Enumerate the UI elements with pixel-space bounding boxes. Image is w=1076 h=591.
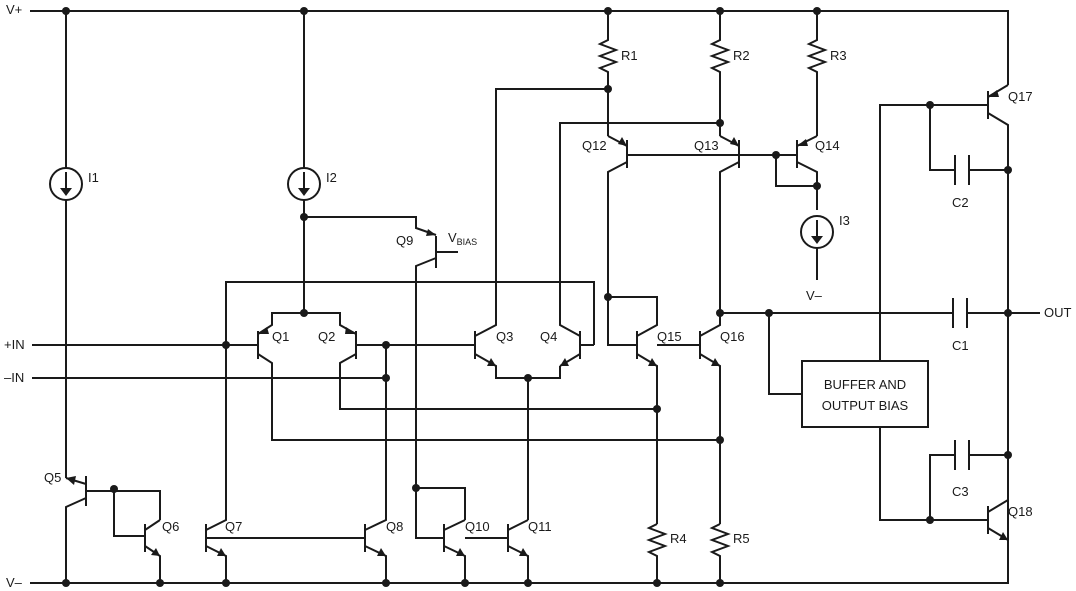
- compensation-node: [720, 298, 1040, 395]
- q11-label: Q11: [528, 519, 552, 534]
- transistor-q15: [608, 296, 658, 524]
- buffer-block-line1: BUFFER AND: [824, 377, 906, 392]
- q14-label: Q14: [815, 138, 840, 153]
- supply-rails: [30, 10, 1009, 584]
- c3-label: C3: [952, 484, 969, 499]
- transistor-q6: [113, 489, 161, 583]
- resistor-r5: [709, 523, 731, 583]
- q13-label: Q13: [694, 138, 719, 153]
- q9-label: Q9: [396, 233, 413, 248]
- resistor-r2: [709, 11, 731, 136]
- r4-label: R4: [670, 531, 687, 546]
- q12-label: Q12: [582, 138, 607, 153]
- q3-label: Q3: [496, 329, 513, 344]
- transistor-q4: [527, 122, 720, 520]
- q5-label: Q5: [44, 470, 61, 485]
- vminus-label: V–: [6, 575, 23, 590]
- q8-label: Q8: [386, 519, 403, 534]
- q16-label: Q16: [720, 329, 745, 344]
- q2-label: Q2: [318, 329, 335, 344]
- transistor-q9: [304, 216, 458, 488]
- q6-label: Q6: [162, 519, 179, 534]
- transistor-q5: [65, 476, 161, 583]
- q17-label: Q17: [1008, 89, 1033, 104]
- plus-in-label: +IN: [4, 337, 25, 352]
- q10-label: Q10: [465, 519, 490, 534]
- q4-label: Q4: [540, 329, 557, 344]
- transistor-q10: [415, 487, 466, 583]
- i3-supply-label: V–: [806, 288, 823, 303]
- transistor-q11: [465, 519, 529, 583]
- transistor-q16: [657, 313, 721, 524]
- buffer-output-bias-block: [801, 104, 988, 521]
- transistor-q17: [987, 84, 1009, 540]
- vbias-label: VBIAS: [448, 230, 477, 247]
- q15-label: Q15: [657, 329, 682, 344]
- q1-label: Q1: [272, 329, 289, 344]
- current-source-i3: [800, 215, 834, 280]
- c1-label: C1: [952, 338, 969, 353]
- transistor-q8: [364, 345, 387, 583]
- transistor-q3: [474, 88, 608, 379]
- capacitor-c2: [929, 105, 1008, 185]
- out-label: OUT: [1044, 305, 1072, 320]
- capacitor-c3: [929, 440, 1008, 520]
- minus-in-label: –IN: [4, 370, 24, 385]
- i2-label: I2: [326, 170, 337, 185]
- transistor-q13: [719, 135, 740, 313]
- i1-label: I1: [88, 170, 99, 185]
- i3-label: I3: [839, 213, 850, 228]
- r3-label: R3: [830, 48, 847, 63]
- transistor-q14: [775, 135, 818, 210]
- current-source-i1: [49, 11, 83, 478]
- transistor-q1: [257, 312, 720, 441]
- r1-label: R1: [621, 48, 638, 63]
- resistor-r4: [646, 523, 668, 583]
- transistor-q12: [607, 135, 776, 346]
- resistor-r3: [806, 11, 828, 136]
- q18-label: Q18: [1008, 504, 1033, 519]
- c2-label: C2: [952, 195, 969, 210]
- transistor-q7: [205, 281, 595, 583]
- r5-label: R5: [733, 531, 750, 546]
- vplus-label: V+: [6, 2, 22, 17]
- q7-label: Q7: [225, 519, 242, 534]
- junction-dots: [62, 7, 1012, 587]
- transistor-q18: [987, 499, 1009, 541]
- current-source-i2: [287, 11, 321, 313]
- transistor-q2: [304, 312, 657, 410]
- resistor-r1: [597, 11, 619, 136]
- r2-label: R2: [733, 48, 750, 63]
- buffer-block-line2: OUTPUT BIAS: [822, 398, 909, 413]
